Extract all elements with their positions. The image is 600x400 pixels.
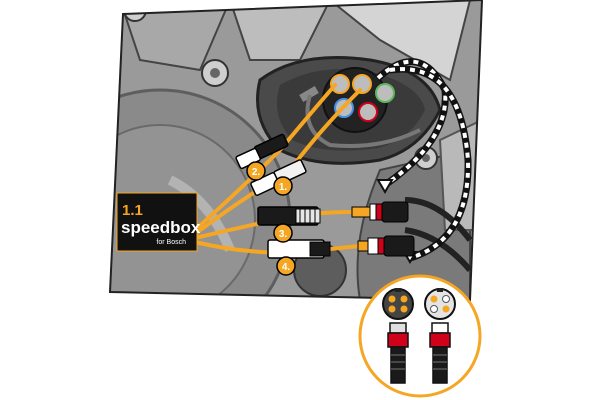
plug-side-dark-icon xyxy=(387,322,409,384)
zoom-callout-icon xyxy=(358,274,482,398)
bolt-icon xyxy=(123,0,147,22)
step-badge-1: 1. xyxy=(273,176,293,196)
step-number: 4. xyxy=(282,262,291,273)
step-badge-2: 2. xyxy=(246,161,266,181)
speedbox-version: 1.1 xyxy=(122,202,143,219)
sensor-plug-icon xyxy=(357,235,415,257)
speedbox-plug-4 xyxy=(267,239,331,259)
plug-side-light-icon xyxy=(429,322,451,384)
step-number: 3. xyxy=(279,229,288,240)
speedbox-brand: speedbox xyxy=(121,218,201,237)
step-number: 1. xyxy=(279,182,288,193)
speedbox-label: 1.1 speedbox for Bosch xyxy=(116,192,201,252)
speedbox-plug-3 xyxy=(257,206,321,226)
sensor-plug-icon xyxy=(351,201,409,223)
motor-connector-icon xyxy=(299,67,395,133)
step-badge-4: 4. xyxy=(276,256,296,276)
illustration-border xyxy=(108,0,484,302)
step-number: 2. xyxy=(252,167,261,178)
bolt-icon xyxy=(201,59,229,87)
step-badge-3: 3. xyxy=(273,223,293,243)
connector-face-light-icon xyxy=(424,288,456,320)
connector-face-dark-icon xyxy=(382,288,414,320)
speedbox-subtitle: for Bosch xyxy=(156,239,186,246)
